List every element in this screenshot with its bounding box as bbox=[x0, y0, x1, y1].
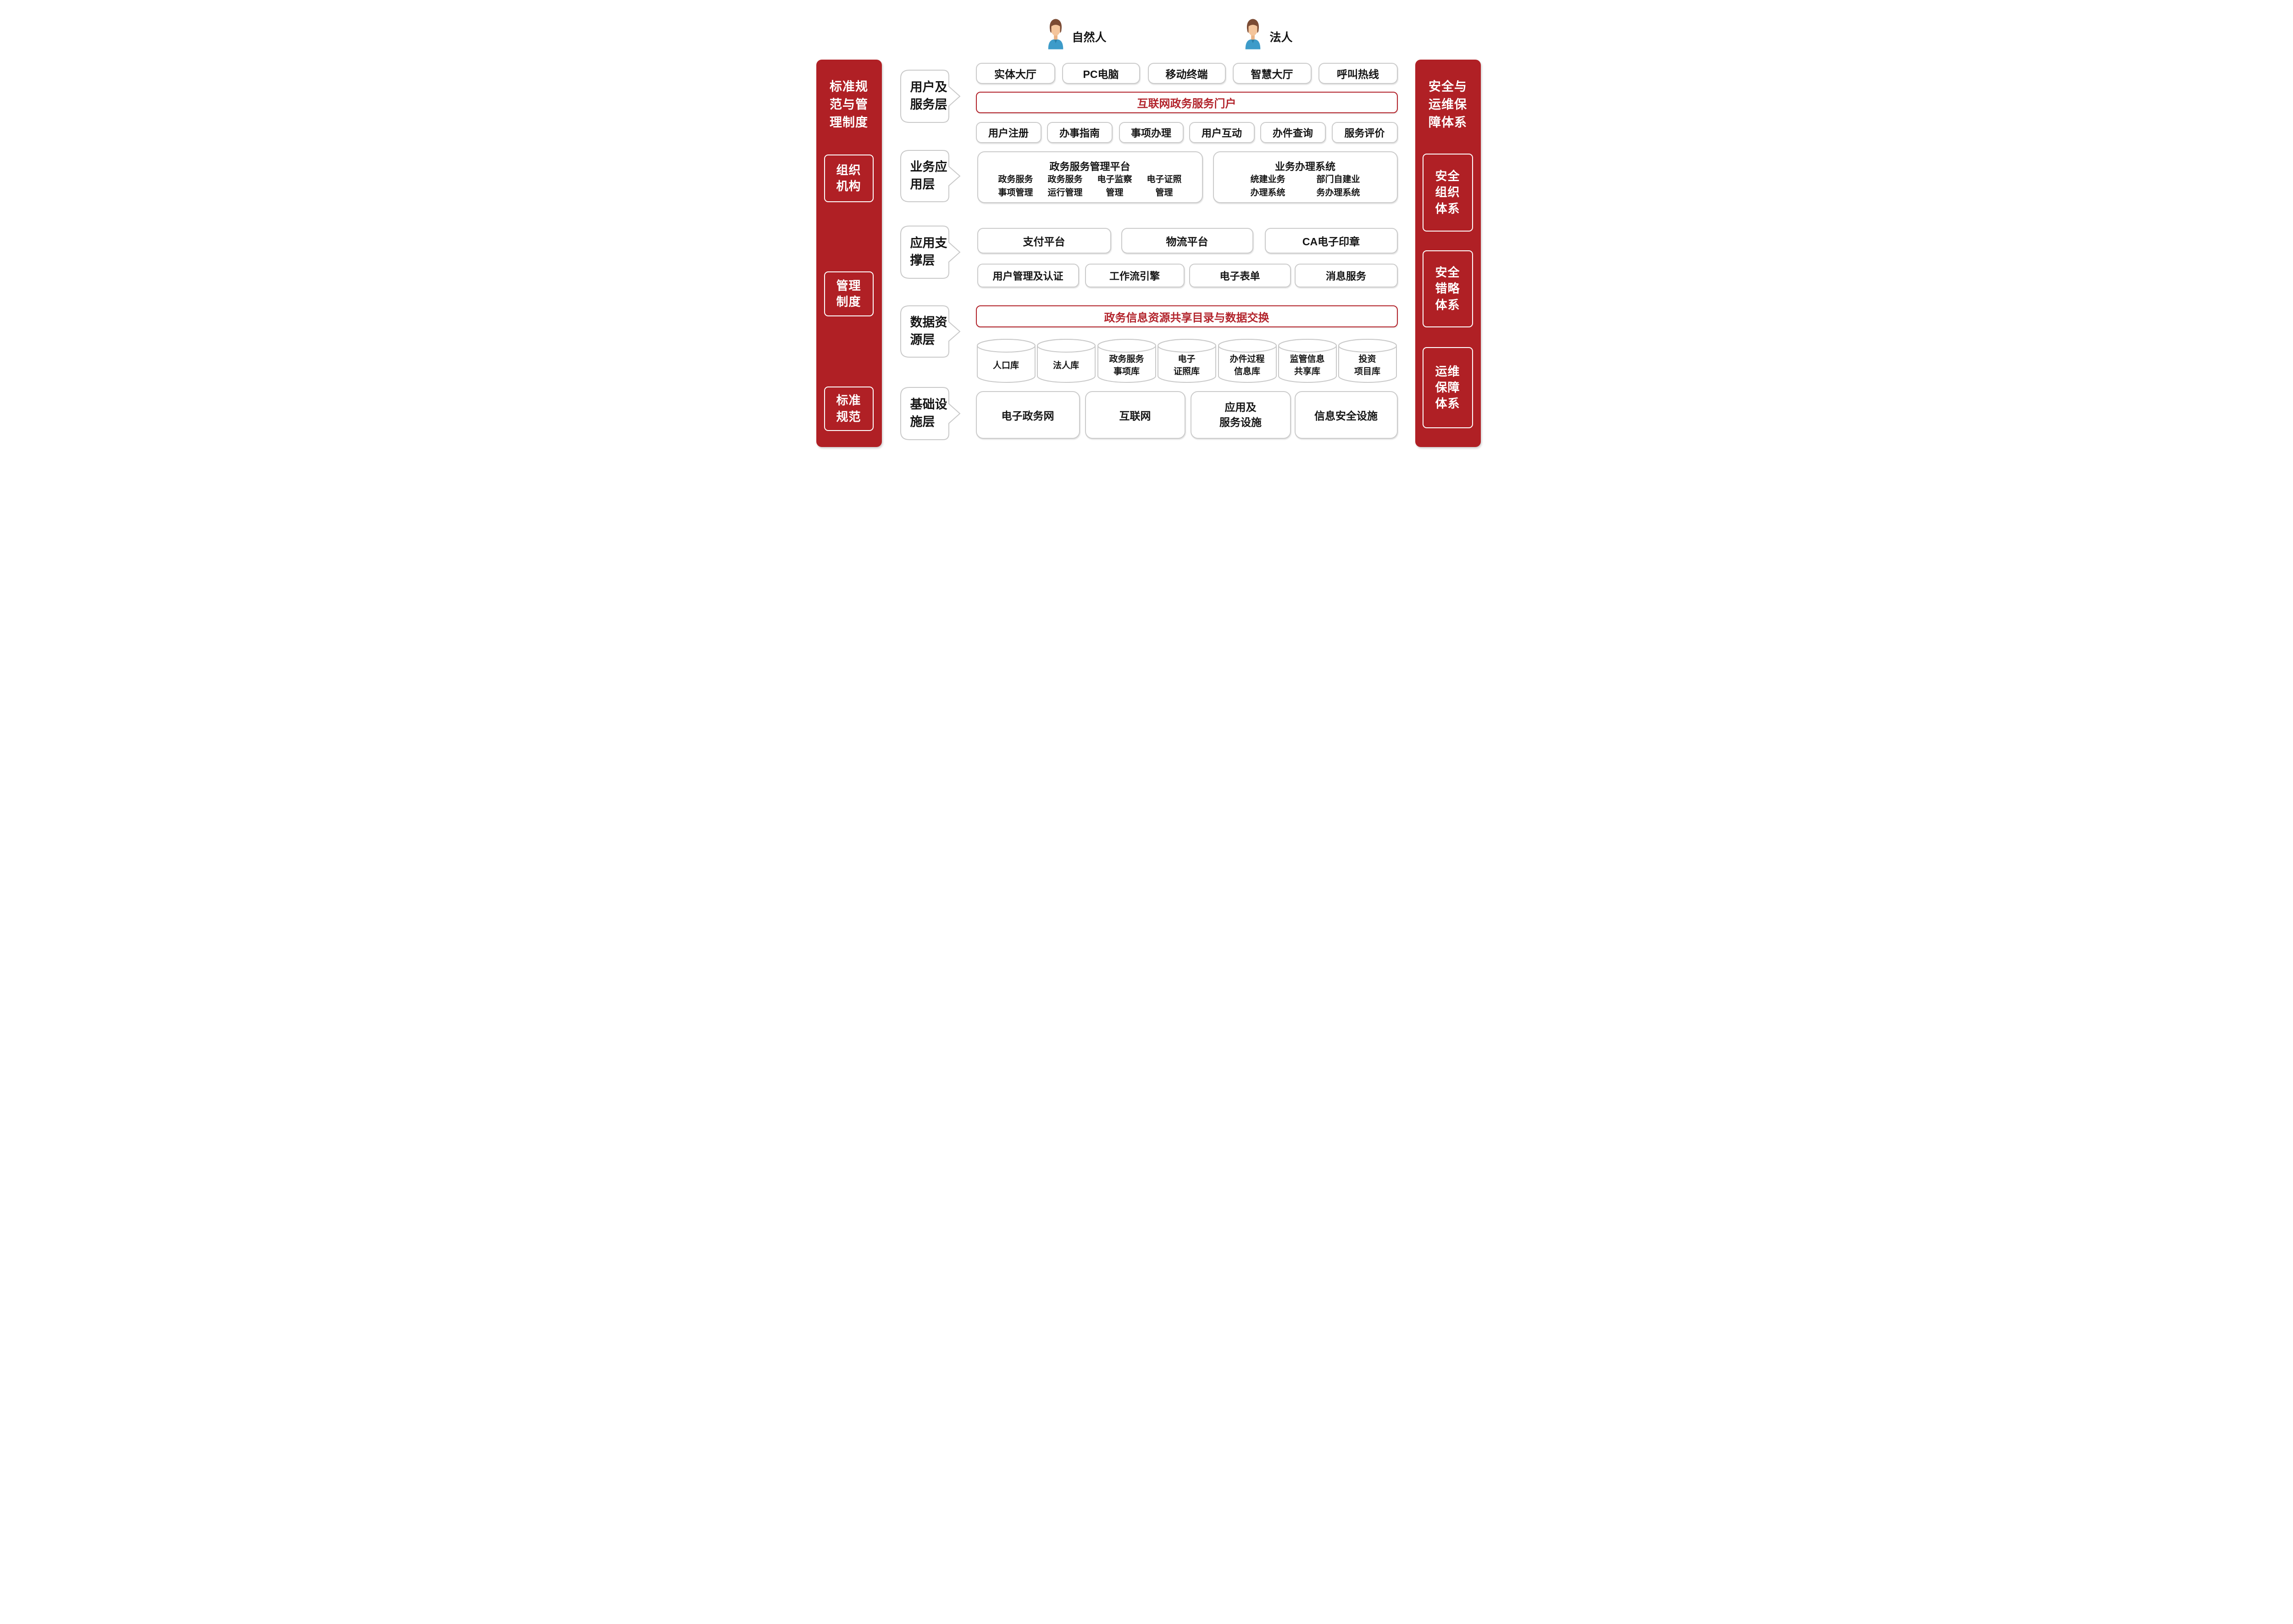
cylinder-shape bbox=[1337, 338, 1398, 384]
platform-title: 政务服务管理平台 bbox=[1049, 161, 1130, 172]
cylinder-shape bbox=[1097, 338, 1157, 384]
natural-person-icon bbox=[1045, 18, 1066, 50]
layer-chevron-business-app: 业务应 用层 bbox=[899, 149, 961, 203]
pillar-item-security-org: 安全 组织 体系 bbox=[1422, 154, 1473, 232]
database-label: 办件过程 信息库 bbox=[1230, 354, 1265, 376]
support-box-workflow-engine: 工作流引擎 bbox=[1085, 264, 1185, 287]
system-sub-item: 部门自建业 务办理系统 bbox=[1316, 175, 1360, 198]
pillar-item-management: 管理 制度 bbox=[824, 271, 874, 316]
data-exchange-banner: 政务信息资源共享目录与数据交换 bbox=[975, 305, 1398, 327]
database-label: 人口库 bbox=[992, 360, 1019, 370]
system-title: 业务办理系统 bbox=[1274, 161, 1335, 172]
platform-sub-item: 政务服务 事项管理 bbox=[998, 175, 1033, 198]
support-box-user-management-auth: 用户管理及认证 bbox=[977, 264, 1079, 287]
pillar-item-standards: 标准 规范 bbox=[824, 387, 874, 431]
cylinder-shape bbox=[976, 338, 1036, 384]
layer-label: 数据资 源层 bbox=[910, 315, 947, 347]
business-handling-system-box: 业务办理系统 统建业务 办理系统 部门自建业 务办理系统 bbox=[1213, 151, 1398, 203]
platform-sub-item: 电子监察 管理 bbox=[1097, 175, 1132, 198]
chevron-shape bbox=[899, 225, 961, 280]
legal-person-icon bbox=[1242, 18, 1263, 50]
infra-box-app-service-facilities: 应用及 服务设施 bbox=[1190, 391, 1291, 439]
function-box-item-handling: 事项办理 bbox=[1119, 122, 1184, 143]
support-box-logistics-platform: 物流平台 bbox=[1121, 228, 1253, 254]
platform-sub-item: 政务服务 运行管理 bbox=[1047, 175, 1083, 198]
architecture-diagram: 自然人 法人 标准规 范与管 理制度 组织 机构 管理 制度 标准 规范 安全与… bbox=[787, 0, 1506, 488]
terminal-box-physical-hall: 实体大厅 bbox=[975, 63, 1055, 84]
database-label: 电子 证照库 bbox=[1173, 354, 1200, 376]
legal-person-label: 法人 bbox=[1269, 31, 1293, 44]
terminal-box-mobile: 移动终端 bbox=[1147, 63, 1226, 84]
right-pillar-title: 安全与 运维保 障体系 bbox=[1429, 80, 1467, 130]
chevron-shape bbox=[899, 386, 961, 441]
function-box-user-interaction: 用户互动 bbox=[1189, 122, 1255, 143]
infra-box-internet: 互联网 bbox=[1085, 391, 1185, 439]
database-cylinder-investment-project: 投资 项目库 bbox=[1337, 338, 1398, 384]
support-box-payment-platform: 支付平台 bbox=[977, 228, 1111, 254]
support-box-message-service: 消息服务 bbox=[1294, 264, 1398, 287]
database-label: 法人库 bbox=[1052, 360, 1079, 370]
support-box-ca-eseal: CA电子印章 bbox=[1264, 228, 1398, 254]
layer-label: 用户及 服务层 bbox=[910, 80, 947, 111]
left-pillar-title: 标准规 范与管 理制度 bbox=[830, 80, 868, 130]
layer-chevron-user-service: 用户及 服务层 bbox=[899, 69, 961, 124]
cylinder-shape bbox=[1217, 338, 1278, 384]
pillar-item-organization: 组织 机构 bbox=[824, 155, 874, 202]
database-cylinder-supervision-info: 监管信息 共享库 bbox=[1277, 338, 1338, 384]
database-cylinder-case-process: 办件过程 信息库 bbox=[1217, 338, 1278, 384]
chevron-shape bbox=[899, 149, 961, 203]
infra-box-info-security-facilities: 信息安全设施 bbox=[1294, 391, 1398, 439]
internet-portal-banner: 互联网政务服务门户 bbox=[975, 92, 1398, 113]
layer-label: 业务应 用层 bbox=[910, 160, 947, 191]
chevron-shape bbox=[899, 69, 961, 124]
function-box-service-guide: 办事指南 bbox=[1047, 122, 1113, 143]
terminal-box-pc: PC电脑 bbox=[1062, 63, 1140, 84]
cylinder-shape bbox=[1036, 338, 1097, 384]
layer-label: 基础设 施层 bbox=[910, 398, 947, 429]
database-label: 政务服务 事项库 bbox=[1109, 354, 1144, 376]
cylinder-shape bbox=[1277, 338, 1338, 384]
platform-sub-item: 电子证照 管理 bbox=[1146, 175, 1182, 198]
database-cylinder-elicense: 电子 证照库 bbox=[1157, 338, 1217, 384]
function-box-case-inquiry: 办件查询 bbox=[1260, 122, 1326, 143]
pillar-item-ops-support: 运维 保障 体系 bbox=[1422, 347, 1473, 428]
layer-chevron-infrastructure: 基础设 施层 bbox=[899, 386, 961, 441]
gov-service-management-platform-box: 政务服务管理平台 政务服务 事项管理 政务服务 运行管理 电子监察 管理 电子证… bbox=[977, 151, 1203, 203]
database-label: 投资 项目库 bbox=[1354, 354, 1380, 376]
database-label: 监管信息 共享库 bbox=[1290, 354, 1325, 376]
function-box-service-evaluation: 服务评价 bbox=[1331, 122, 1398, 143]
left-pillar-standards: 标准规 范与管 理制度 组织 机构 管理 制度 标准 规范 bbox=[816, 60, 882, 447]
chevron-shape bbox=[899, 304, 961, 359]
pillar-item-security-policy: 安全 错略 体系 bbox=[1422, 250, 1473, 327]
database-cylinder-service-items: 政务服务 事项库 bbox=[1097, 338, 1157, 384]
right-pillar-security: 安全与 运维保 障体系 安全 组织 体系 安全 错略 体系 运维 保障 体系 bbox=[1415, 60, 1481, 447]
function-box-user-register: 用户注册 bbox=[975, 122, 1041, 143]
database-cylinder-population: 人口库 bbox=[976, 338, 1036, 384]
layer-chevron-app-support: 应用支 撑层 bbox=[899, 225, 961, 280]
terminal-box-hotline: 呼叫热线 bbox=[1318, 63, 1398, 84]
layer-chevron-data-resource: 数据资 源层 bbox=[899, 304, 961, 359]
terminal-box-smart-hall: 智慧大厅 bbox=[1232, 63, 1312, 84]
support-box-eform: 电子表单 bbox=[1189, 264, 1291, 287]
natural-person-label: 自然人 bbox=[1072, 31, 1107, 44]
database-cylinder-legal-person: 法人库 bbox=[1036, 338, 1097, 384]
cylinder-shape bbox=[1157, 338, 1217, 384]
infra-box-egov-network: 电子政务网 bbox=[975, 391, 1080, 439]
layer-label: 应用支 撑层 bbox=[910, 236, 947, 267]
system-sub-item: 统建业务 办理系统 bbox=[1250, 175, 1285, 198]
